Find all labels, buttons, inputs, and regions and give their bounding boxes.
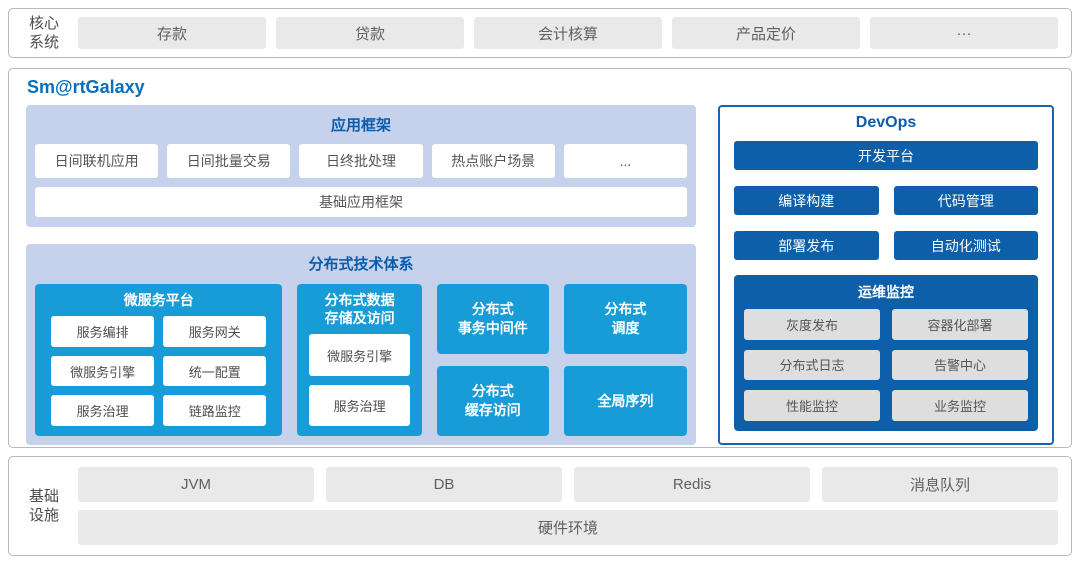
app-framework-title: 应用框架	[330, 117, 391, 134]
ops-monitoring-title: 运维监控	[858, 284, 914, 300]
app-framework-item-online: 日间联机应用	[35, 144, 159, 178]
microservice-item-gateway: 服务网关	[163, 316, 267, 347]
infrastructure-content: JVM DB Redis 消息队列 硬件环境	[78, 467, 1058, 545]
core-systems-label: 核心 系统	[28, 14, 59, 52]
infra-item-redis: Redis	[574, 467, 810, 502]
ops-item-alerts: 告警中心	[892, 349, 1028, 381]
distributed-section: 分布式技术体系 微服务平台 服务编排 服务网关 微服务引擎 统一配置 服务治理 …	[26, 244, 696, 445]
devops-tool-code: 代码管理	[893, 186, 1038, 215]
microservice-item-governance: 服务治理	[51, 395, 155, 426]
distributed-scheduling-box: 分布式 调度	[563, 284, 687, 354]
microservice-platform-box: 微服务平台 服务编排 服务网关 微服务引擎 统一配置 服务治理 链路监控	[35, 284, 283, 436]
infra-item-db: DB	[326, 467, 562, 502]
devops-tool-test: 自动化测试	[893, 231, 1038, 260]
ops-monitoring-grid: 灰度发布 容器化部署 分布式日志 告警中心 性能监控 业务监控	[744, 309, 1028, 421]
devops-tools-grid: 编译构建 代码管理 部署发布 自动化测试	[734, 186, 1038, 260]
infrastructure-label: 基础 设施	[28, 487, 59, 525]
ops-item-logs: 分布式日志	[744, 349, 880, 381]
core-system-item-loan: 贷款	[276, 17, 464, 49]
microservice-item-config: 统一配置	[163, 355, 267, 387]
app-framework-base-box: 基础应用框架	[35, 187, 687, 217]
core-system-item-accounting: 会计核算	[474, 17, 662, 49]
microservice-item-tracing: 链路监控	[163, 395, 267, 426]
devops-panel: DevOps 开发平台 编译构建 代码管理 部署发布 自动化测试 运维监控 灰度…	[718, 105, 1054, 445]
microservice-item-orchestration: 服务编排	[51, 316, 155, 347]
core-system-item-deposit: 存款	[78, 17, 266, 49]
app-framework-section: 应用框架 日间联机应用 日间批量交易 日终批处理 热点账户场景 ... 基础应用…	[26, 105, 696, 227]
ops-item-business: 业务监控	[892, 390, 1028, 421]
app-framework-item-more: ...	[563, 144, 688, 178]
app-framework-item-eod: 日终批处理	[299, 144, 423, 178]
smartgalaxy-title: Sm@rtGalaxy	[27, 77, 145, 97]
core-system-item-more: ···	[870, 17, 1058, 49]
microservice-platform-title: 微服务平台	[123, 292, 194, 308]
infrastructure-panel: 基础 设施 JVM DB Redis 消息队列 硬件环境	[8, 456, 1072, 556]
core-systems-panel: 核心 系统 存款 贷款 会计核算 产品定价 ···	[8, 8, 1072, 58]
infrastructure-row: JVM DB Redis 消息队列	[78, 467, 1058, 502]
devops-tool-build: 编译构建	[734, 186, 879, 215]
microservice-items-grid: 服务编排 服务网关 微服务引擎 统一配置 服务治理 链路监控	[51, 316, 267, 426]
app-framework-item-hotspot: 热点账户场景	[431, 144, 555, 178]
dev-platform-box: 开发平台	[734, 141, 1038, 170]
microservice-item-engine: 微服务引擎	[51, 355, 155, 387]
distributed-storage-box: 分布式数据 存储及访问 微服务引擎 服务治理	[297, 284, 422, 436]
hardware-row: 硬件环境	[78, 510, 1058, 545]
global-sequence-box: 全局序列	[563, 366, 687, 436]
smartgalaxy-panel: Sm@rtGalaxy 应用框架 日间联机应用 日间批量交易 日终批处理 热点账…	[8, 68, 1072, 448]
platform-left-column: 应用框架 日间联机应用 日间批量交易 日终批处理 热点账户场景 ... 基础应用…	[26, 105, 696, 445]
storage-item-governance: 服务治理	[309, 384, 410, 426]
devops-title: DevOps	[855, 114, 917, 131]
platform-body: 应用框架 日间联机应用 日间批量交易 日终批处理 热点账户场景 ... 基础应用…	[26, 105, 1054, 445]
core-systems-row: 存款 贷款 会计核算 产品定价 ···	[78, 17, 1058, 49]
distributed-cache-box: 分布式 缓存访问	[436, 366, 549, 436]
hardware-env-box: 硬件环境	[78, 510, 1058, 545]
distributed-storage-title: 分布式数据 存储及访问	[324, 292, 395, 327]
distributed-title: 分布式技术体系	[308, 256, 414, 273]
devops-tool-deploy: 部署发布	[734, 231, 879, 260]
infra-item-mq: 消息队列	[822, 467, 1058, 502]
storage-item-engine: 微服务引擎	[309, 334, 410, 376]
distributed-grid: 微服务平台 服务编排 服务网关 微服务引擎 统一配置 服务治理 链路监控 分布式…	[35, 284, 687, 436]
distributed-storage-items: 微服务引擎 服务治理	[309, 334, 410, 426]
ops-monitoring-box: 运维监控 灰度发布 容器化部署 分布式日志 告警中心 性能监控 业务监控	[734, 275, 1038, 431]
infra-item-jvm: JVM	[78, 467, 314, 502]
distributed-transaction-box: 分布式 事务中间件	[436, 284, 549, 354]
app-framework-row: 日间联机应用 日间批量交易 日终批处理 热点账户场景 ...	[35, 144, 688, 178]
core-system-item-pricing: 产品定价	[672, 17, 860, 49]
ops-item-gray-release: 灰度发布	[744, 309, 880, 340]
ops-item-container: 容器化部署	[892, 309, 1028, 340]
ops-item-performance: 性能监控	[744, 390, 880, 421]
app-framework-item-batch: 日间批量交易	[167, 144, 291, 178]
